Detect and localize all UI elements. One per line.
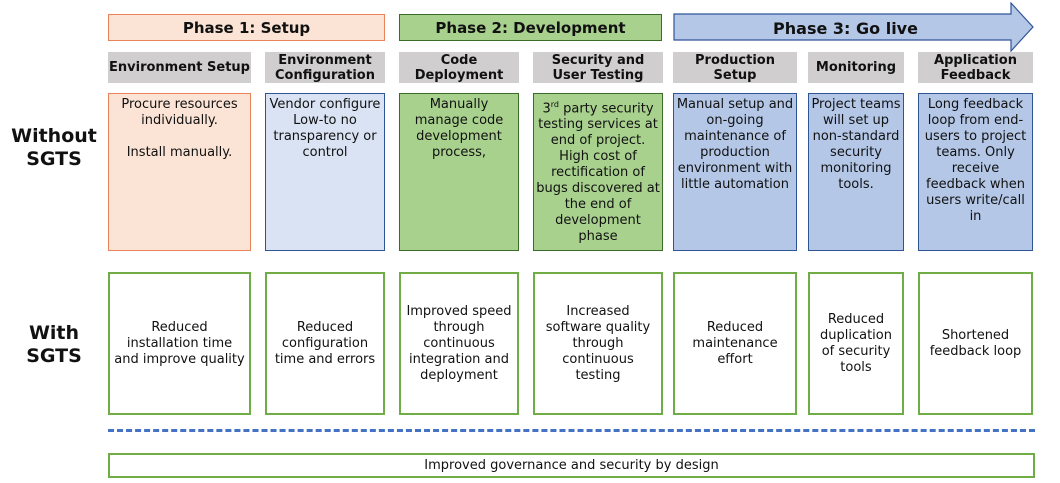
step-header-environment-configuration: Environment Configuration: [265, 52, 385, 83]
step-header-security-user-testing: Security and User Testing: [533, 52, 663, 83]
without-text: Manually manage code development process…: [414, 97, 504, 160]
without-text: Vendor configure Low-to no transparency …: [269, 97, 381, 160]
with-box-security-user-testing: Increased software quality through conti…: [533, 272, 663, 415]
dashed-divider: [108, 429, 1035, 432]
with-box-application-feedback: Shortened feedback loop: [918, 272, 1033, 415]
without-box-production-setup: Manual setup and on-going maintenance of…: [673, 93, 797, 251]
governance-banner: Improved governance and security by desi…: [108, 453, 1035, 478]
without-text: Procure resources individually.: [121, 97, 238, 128]
without-text: Install manually.: [126, 145, 233, 160]
without-box-environment-configuration: Vendor configure Low-to no transparency …: [265, 93, 385, 251]
without-box-application-feedback: Long feedback loop from end-users to pro…: [918, 93, 1033, 251]
step-header-monitoring: Monitoring: [808, 52, 904, 83]
phase-3-label: Phase 3: Go live: [773, 18, 918, 38]
without-box-code-deployment: Manually manage code development process…: [399, 93, 519, 251]
with-box-environment-setup: Reduced installation time and improve qu…: [108, 272, 251, 415]
phase-1-banner: Phase 1: Setup: [108, 14, 385, 41]
with-box-monitoring: Reduced duplication of security tools: [808, 272, 904, 415]
phase-3-arrow: [673, 2, 1034, 52]
step-header-application-feedback: Application Feedback: [918, 52, 1033, 83]
row-label-with-sgts: With SGTS: [26, 322, 82, 367]
without-box-monitoring: Project teams will set up non-standard s…: [808, 93, 904, 251]
step-header-production-setup: Production Setup: [673, 52, 797, 83]
without-text: 3rd party security testing services at e…: [536, 100, 660, 245]
without-box-environment-setup: Procure resources individually. Install …: [108, 93, 251, 251]
with-box-code-deployment: Improved speed through continuous integr…: [399, 272, 519, 415]
step-header-code-deployment: Code Deployment: [399, 52, 519, 83]
without-text: Project teams will set up non-standard s…: [811, 97, 901, 192]
with-box-environment-configuration: Reduced configuration time and errors: [265, 272, 385, 415]
phase-2-banner: Phase 2: Development: [399, 14, 662, 41]
without-box-security-user-testing: 3rd party security testing services at e…: [533, 93, 663, 251]
row-label-without-sgts: Without SGTS: [11, 125, 97, 170]
step-header-environment-setup: Environment Setup: [108, 52, 251, 83]
without-text: Manual setup and on-going maintenance of…: [676, 97, 794, 192]
with-box-production-setup: Reduced maintenance effort: [673, 272, 797, 415]
without-text: Long feedback loop from end-users to pro…: [924, 97, 1027, 224]
